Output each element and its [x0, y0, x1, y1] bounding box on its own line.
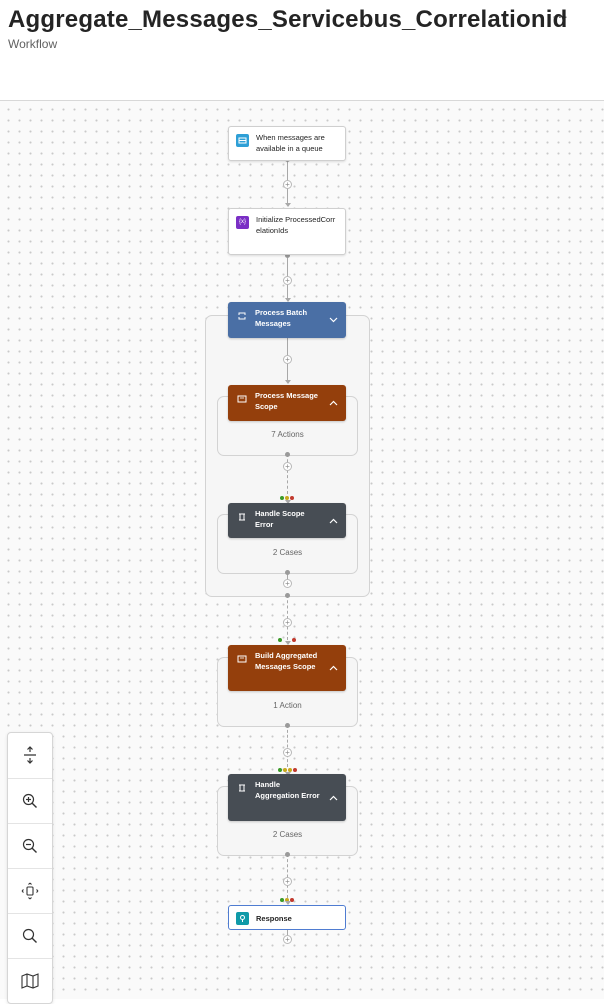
more-options-button[interactable]: ··· — [552, 8, 569, 24]
process-message-scope-card[interactable]: Process Message Scope — [228, 385, 346, 421]
connector-dot — [285, 570, 290, 575]
connector-dot — [285, 593, 290, 598]
connector-arrow — [285, 500, 291, 504]
run-after-skipped-indicator — [285, 496, 289, 500]
process-batch-card[interactable]: Process Batch Messages — [228, 302, 346, 338]
run-after-failed-indicator — [290, 898, 294, 902]
response-card[interactable]: Response — [228, 905, 346, 930]
process-message-scope-label: Process Message Scope — [255, 391, 318, 411]
run-after-success-indicator — [278, 638, 282, 642]
switch-icon — [235, 781, 248, 794]
insert-step-button[interactable]: + — [283, 462, 292, 471]
chevron-up-icon[interactable] — [327, 397, 339, 409]
run-after-skipped-indicator — [283, 768, 287, 772]
chevron-up-icon[interactable] — [327, 515, 339, 527]
scope-icon — [235, 392, 248, 405]
connector-dot — [285, 452, 290, 457]
page-title: Aggregate_Messages_Servicebus_Correlatio… — [8, 6, 568, 33]
insert-step-button[interactable]: + — [283, 355, 292, 364]
toolbar-divider — [8, 913, 52, 914]
insert-step-button[interactable]: + — [283, 877, 292, 886]
connector-arrow — [285, 641, 291, 645]
insert-step-button[interactable]: + — [283, 180, 292, 189]
run-after-success-indicator — [280, 898, 284, 902]
connector-dot — [285, 723, 290, 728]
handle-aggregation-error-card[interactable]: Handle Aggregation Error — [228, 774, 346, 821]
connector-arrow — [285, 380, 291, 384]
insert-step-button[interactable]: + — [283, 618, 292, 627]
run-after-skipped-indicator — [288, 768, 292, 772]
build-aggregated-scope-card[interactable]: Build Aggregated Messages Scope — [228, 645, 346, 691]
search-icon[interactable] — [8, 914, 52, 958]
zoom-out-icon[interactable] — [8, 824, 52, 868]
variable-icon: {x} — [236, 216, 249, 229]
insert-step-button[interactable]: + — [283, 579, 292, 588]
build-aggregated-scope-label: Build Aggregated Messages Scope — [255, 651, 318, 671]
trigger-label: When messages are available in a queue — [256, 133, 325, 153]
page-subtitle: Workflow — [8, 37, 58, 51]
connector-dashed — [287, 725, 288, 767]
header: Aggregate_Messages_Servicebus_Correlatio… — [0, 0, 604, 100]
chevron-up-icon[interactable] — [327, 662, 339, 674]
scope-icon — [235, 652, 248, 665]
toolbar-divider — [8, 823, 52, 824]
pan-icon[interactable] — [8, 869, 52, 913]
handle-scope-error-card[interactable]: Handle Scope Error — [228, 503, 346, 538]
handle-aggregation-error-label: Handle Aggregation Error — [255, 780, 320, 800]
switch-icon — [235, 510, 248, 523]
toolbar-divider — [8, 868, 52, 869]
initialize-variable-card[interactable]: {x} Initialize ProcessedCorrelationIds — [228, 208, 346, 255]
zoom-in-icon[interactable] — [8, 779, 52, 823]
connector-dashed — [287, 854, 288, 898]
service-bus-icon — [236, 134, 249, 147]
insert-step-button[interactable]: + — [283, 748, 292, 757]
insert-step-button[interactable]: + — [283, 935, 292, 944]
handle-agg-error-summary[interactable]: 2 Cases — [272, 830, 303, 839]
header-divider — [0, 100, 604, 101]
trigger-card[interactable]: When messages are available in a queue — [228, 126, 346, 161]
run-after-success-indicator — [280, 496, 284, 500]
response-label: Response — [256, 914, 292, 923]
run-after-failed-indicator — [290, 496, 294, 500]
process-batch-label: Process Batch Messages — [255, 308, 308, 328]
foreach-icon — [235, 309, 248, 322]
handle-scope-error-label: Handle Scope Error — [255, 509, 305, 529]
run-after-skipped-indicator — [285, 898, 289, 902]
run-after-failed-indicator — [293, 768, 297, 772]
initialize-variable-label: Initialize ProcessedCorrelationIds — [256, 215, 336, 235]
run-after-success-indicator — [278, 768, 282, 772]
insert-step-button[interactable]: + — [283, 276, 292, 285]
response-icon — [236, 912, 249, 925]
minimap-icon[interactable] — [8, 959, 52, 1003]
toolbar-divider — [8, 778, 52, 779]
run-after-failed-indicator — [292, 638, 296, 642]
connector-arrow — [285, 298, 291, 302]
chevron-down-icon[interactable] — [327, 314, 339, 326]
chevron-up-icon[interactable] — [327, 792, 339, 804]
fit-to-view-icon[interactable] — [8, 733, 52, 777]
connector-dashed — [287, 595, 288, 640]
connector-dashed — [287, 454, 288, 494]
connector-arrow — [285, 203, 291, 207]
process-scope-summary[interactable]: 7 Actions — [271, 430, 304, 439]
canvas-controls — [7, 732, 53, 1004]
connector-arrow — [285, 901, 291, 905]
handle-scope-error-summary[interactable]: 2 Cases — [272, 548, 303, 557]
connector-dot — [285, 852, 290, 857]
toolbar-divider — [8, 958, 52, 959]
connector-dot — [285, 253, 290, 258]
build-scope-summary[interactable]: 1 Action — [273, 701, 302, 710]
